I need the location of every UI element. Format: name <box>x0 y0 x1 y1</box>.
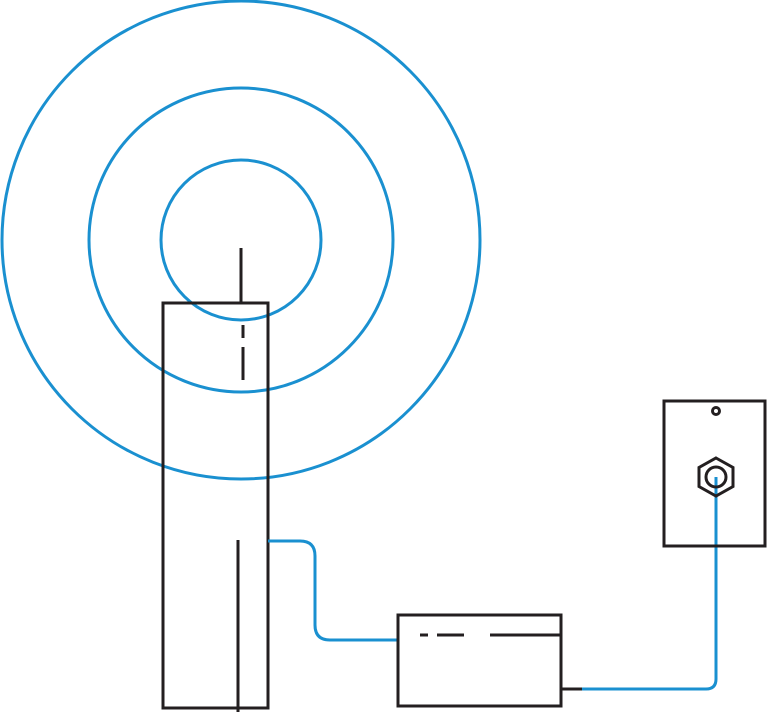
wall-coax-outlet <box>662 399 767 548</box>
wall-plate <box>662 399 767 548</box>
receiver-box <box>396 613 582 708</box>
signal-wave-middle <box>87 86 395 394</box>
signal-waves <box>0 0 482 481</box>
antenna-tower <box>161 248 270 712</box>
coax-connector-icon <box>704 465 728 489</box>
receiver-box-body <box>396 613 563 708</box>
coax-cable-box-to-outlet <box>582 477 718 691</box>
signal-wave-outer <box>0 0 482 481</box>
hex-nut-icon <box>697 456 735 498</box>
screw-icon <box>711 406 721 416</box>
tower-body <box>161 301 270 710</box>
coax-cable-tower-to-box <box>268 539 398 642</box>
signal-wave-inner <box>159 158 323 322</box>
